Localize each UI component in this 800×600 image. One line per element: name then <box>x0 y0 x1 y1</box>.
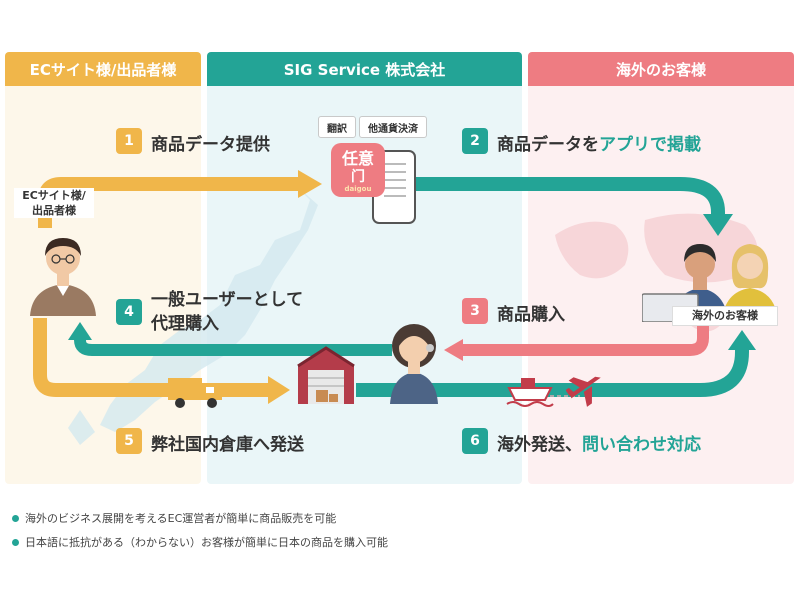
step4-badge: 4 <box>116 299 142 325</box>
airplane-icon <box>566 376 601 407</box>
arrow-step2 <box>412 177 725 216</box>
warehouse-icon <box>297 346 355 404</box>
payment-tag: 他通貨決済 <box>359 116 427 138</box>
step4-label: 一般ユーザーとして 代理購入 <box>151 290 304 334</box>
step1-badge: 1 <box>116 128 142 154</box>
step5-label: 弊社国内倉庫へ発送 <box>151 435 304 455</box>
app-logo-line2: 门 <box>351 169 365 185</box>
step3-label: 商品購入 <box>497 305 565 325</box>
step2-label: 商品データをアプリで掲載 <box>497 130 701 155</box>
arrow-step4-head <box>68 322 92 340</box>
step1-label: 商品データ提供 <box>151 135 270 155</box>
customers-label: 海外のお客様 <box>672 306 778 326</box>
ship-icon <box>506 378 554 407</box>
note-item: 日本語に抵抗がある（わからない）お客様が簡単に日本の商品を購入可能 <box>12 534 388 550</box>
seller-label: ECサイト様/ 出品者様 <box>14 188 94 218</box>
staff-avatar <box>390 324 438 404</box>
arrow-step6 <box>356 348 749 397</box>
arrow-step2-head <box>703 214 733 236</box>
step5-badge: 5 <box>116 428 142 454</box>
note-text: 日本語に抵抗がある（わからない）お客様が簡単に日本の商品を購入可能 <box>25 536 388 549</box>
seller-avatar <box>30 238 96 316</box>
step6-badge: 6 <box>462 428 488 454</box>
column-header-seller: ECサイト様/出品者様 <box>5 52 201 86</box>
step2-text: 商品データを <box>497 135 599 155</box>
step6-highlight: 問い合わせ対応 <box>582 435 701 455</box>
arrow-step3-head <box>444 339 463 361</box>
column-header-sig-service: SIG Service 株式会社 <box>207 52 522 86</box>
translate-tag: 翻訳 <box>318 116 356 138</box>
truck-icon <box>168 378 222 408</box>
step6-label: 海外発送、問い合わせ対応 <box>497 430 701 455</box>
step2-highlight: アプリで掲載 <box>599 135 701 155</box>
arrow-step5 <box>33 318 270 397</box>
arrow-step4 <box>74 339 392 356</box>
arrow-step6-head <box>728 330 756 350</box>
step2-badge: 2 <box>462 128 488 154</box>
bullet-dot-icon <box>12 538 19 546</box>
app-logo-line1: 任意 <box>341 149 374 168</box>
column-seller <box>5 86 201 484</box>
bullet-dot-icon <box>12 514 19 522</box>
step6-text: 海外発送、 <box>497 435 582 455</box>
japan-map-image <box>68 180 318 445</box>
note-item: 海外のビジネス展開を考えるEC運営者が簡単に商品販売を可能 <box>12 510 336 526</box>
app-logo-sub: daigou <box>344 185 372 193</box>
note-text: 海外のビジネス展開を考えるEC運営者が簡単に商品販売を可能 <box>25 512 337 525</box>
column-header-customers: 海外のお客様 <box>528 52 794 86</box>
arrow-step3 <box>462 324 709 356</box>
arrow-step1-head <box>298 170 322 198</box>
app-logo: 任意 门 daigou <box>331 143 385 197</box>
dashed-route <box>550 395 580 397</box>
arrow-step5-head <box>268 376 290 404</box>
step3-badge: 3 <box>462 298 488 324</box>
